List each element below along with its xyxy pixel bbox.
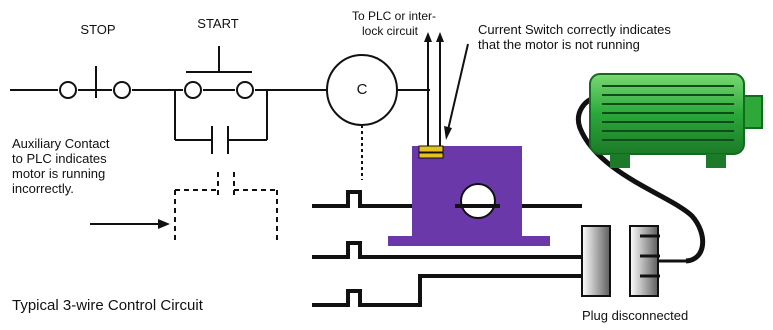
switch-pointer-arrow — [444, 43, 469, 140]
contactor-coil — [326, 54, 398, 180]
plc-label-line1: To PLC or inter- — [352, 9, 437, 23]
stop-label: STOP — [80, 22, 116, 37]
circuit-caption: Typical 3-wire Control Circuit — [12, 297, 203, 314]
start-button — [184, 46, 254, 99]
current-switch-label-line2: that the motor is not running — [478, 37, 640, 52]
plc-wires — [427, 40, 441, 148]
current-switch-label-line1: Current Switch correctly indicates — [478, 22, 671, 37]
auxiliary-contact — [174, 172, 278, 244]
aux-label-line2: to PLC indicates — [12, 151, 107, 166]
plc-arrow-up-icon — [424, 32, 432, 42]
start-label: START — [197, 16, 239, 31]
stop-button — [59, 66, 131, 99]
plc-label-line2: lock circuit — [362, 24, 419, 38]
motor-icon — [589, 73, 763, 168]
seal-in-contact — [174, 90, 268, 154]
aux-label-line3: motor is running — [12, 166, 106, 181]
coil-label: C — [356, 81, 368, 98]
plug-caption: Plug disconnected — [582, 308, 689, 323]
aux-label-line1: Auxiliary Contact — [12, 136, 110, 151]
plug-icon — [581, 225, 686, 297]
aux-label-line4: incorrectly. — [12, 181, 74, 196]
current-switch-icon — [388, 145, 550, 246]
aux-pointer-arrow — [90, 219, 170, 229]
motor-cable — [576, 95, 706, 264]
plc-arrow-up-icon — [436, 32, 444, 42]
power-wires — [312, 190, 582, 307]
